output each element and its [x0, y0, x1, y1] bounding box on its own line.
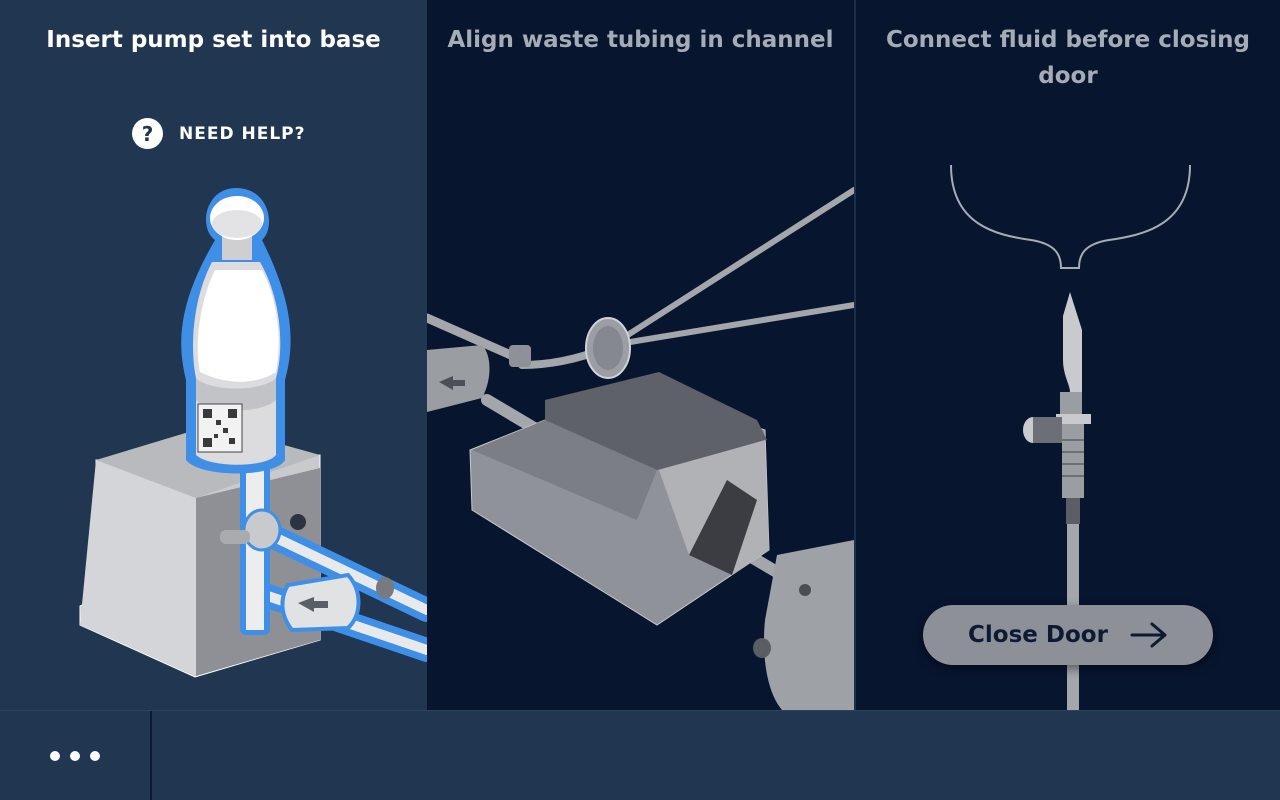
step-title: Align waste tubing in channel	[447, 27, 834, 53]
step-panel-insert-pump-set: Insert pump set into base ? NEED HELP?	[0, 0, 427, 710]
need-help-label: NEED HELP?	[179, 123, 306, 144]
pump-set-insertion-illustration	[79, 188, 427, 678]
step-panel-align-waste-tubing: Align waste tubing in channel	[427, 0, 854, 710]
waste-tubing-illustration	[427, 187, 854, 710]
step-title: Insert pump set into base	[46, 27, 381, 53]
need-help-button[interactable]: ? NEED HELP?	[132, 118, 305, 149]
question-mark-icon: ?	[132, 118, 163, 149]
step-panel-connect-fluid: Connect fluid before closing door	[856, 0, 1280, 710]
arrow-right-icon	[1130, 621, 1168, 649]
bottom-bar	[0, 710, 1280, 800]
close-door-button[interactable]: Close Door	[923, 605, 1213, 665]
fluid-connector-illustration	[950, 164, 1191, 710]
panel-divider	[854, 0, 856, 710]
more-menu-button[interactable]	[0, 711, 152, 800]
step-title: Connect fluid before closing door	[886, 27, 1250, 89]
more-horizontal-icon	[45, 750, 105, 761]
close-door-label: Close Door	[968, 622, 1108, 648]
